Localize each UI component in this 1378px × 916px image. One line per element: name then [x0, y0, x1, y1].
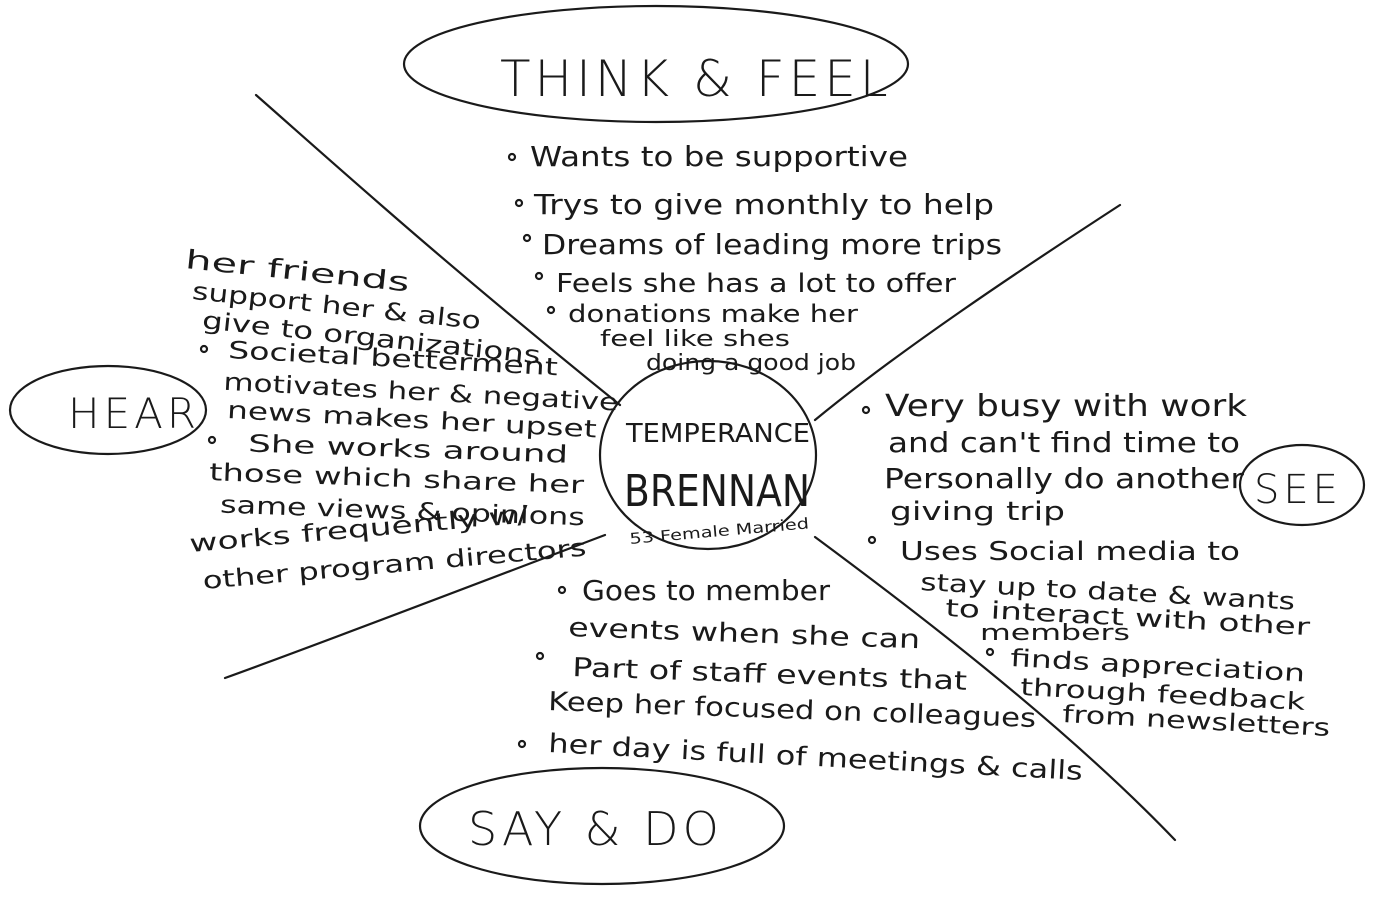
bullet-icon [534, 271, 544, 281]
persona-demographics: 53 Female Married [629, 514, 810, 548]
bullet-icon [535, 651, 545, 661]
bullet-icon [985, 647, 995, 657]
center-circle [598, 359, 818, 551]
bullet-icon [546, 305, 556, 315]
divider-top-right [813, 203, 1122, 422]
divider-bottom-left [223, 533, 607, 680]
bullet-icon [207, 435, 217, 445]
see-oval [1238, 443, 1366, 527]
see-item: and can't find time to [888, 426, 1240, 459]
divider-bottom-right [813, 535, 1177, 842]
see-item: giving trip [890, 497, 1065, 527]
persona-first-name: TEMPERANCE [625, 419, 810, 449]
hear-list-3: She works around those which share her s… [209, 430, 586, 532]
think-feel-title: THINK & FEEL [500, 50, 892, 108]
think-feel-item: Feels she has a lot to offer [556, 269, 956, 299]
think-feel-item: Dreams of leading more trips [542, 228, 1002, 261]
bullet-icon [199, 344, 209, 354]
bullet-icon [867, 535, 877, 545]
say-do-oval [418, 766, 786, 886]
think-feel-item: Wants to be supportive [530, 140, 908, 173]
think-feel-item: feel like shes [600, 327, 790, 352]
see-item: Uses Social media to [900, 537, 1240, 567]
think-feel-item: Trys to give monthly to help [533, 188, 994, 221]
hear-oval [8, 364, 208, 456]
bullet-icon [861, 405, 871, 415]
bullet-icon [522, 233, 532, 243]
divider-top-left [254, 93, 622, 407]
see-item: Very busy with work [885, 389, 1248, 424]
say-do-title: SAY & DO [468, 802, 723, 856]
bullet-icon [514, 198, 524, 208]
think-feel-item: donations make her [568, 300, 858, 328]
hear-title: HEAR [68, 389, 200, 438]
bullet-icon [557, 585, 567, 595]
bullet-icon [517, 739, 527, 749]
say-do-item: events when she can [568, 613, 921, 655]
persona-last-name: BRENNAN [624, 466, 810, 517]
see-title: SEE [1254, 467, 1342, 513]
see-item: Personally do another [884, 462, 1245, 495]
see-item: members [980, 621, 1130, 646]
hear-list-2: Societal betterment motivates her & nega… [223, 336, 619, 443]
bullet-icon [507, 152, 517, 162]
say-do-item: Goes to member [582, 574, 831, 607]
say-do-item: her day is full of meetings & calls [548, 729, 1084, 787]
think-feel-oval [402, 4, 910, 124]
think-feel-item: doing a good job [646, 351, 856, 376]
